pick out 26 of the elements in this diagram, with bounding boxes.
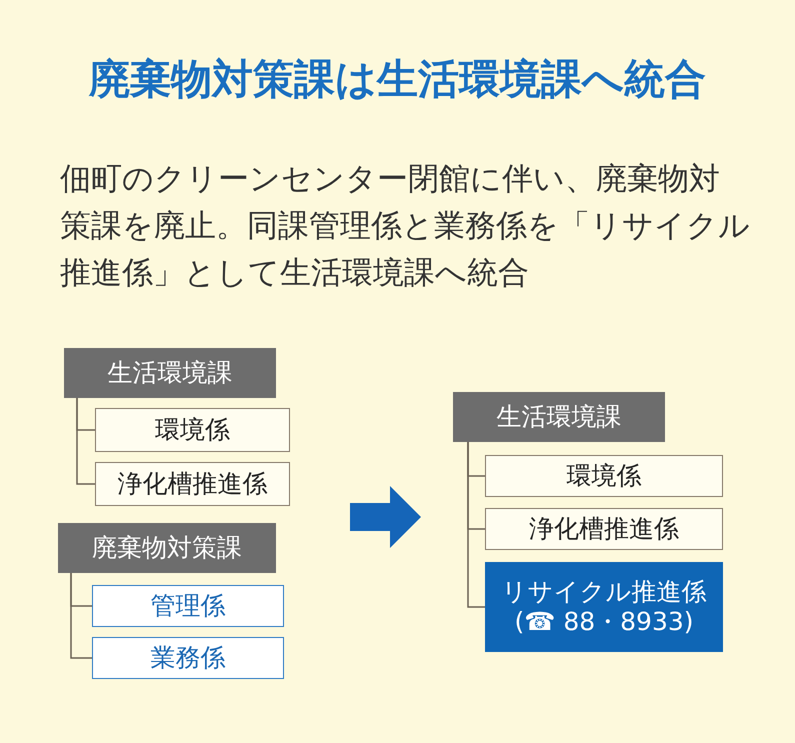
department-box (58, 523, 276, 573)
box-label: リサイクル推進係 (502, 577, 706, 607)
section-box (485, 562, 723, 652)
box-label: 管理係 (150, 591, 226, 621)
section-box (95, 408, 290, 452)
box-label: 環境係 (155, 415, 230, 445)
box-label: 生活環境課 (496, 402, 622, 432)
box-label: 生活環境課 (108, 358, 232, 388)
section-box (95, 462, 290, 506)
department-box (453, 392, 665, 442)
tree-connector (467, 442, 485, 608)
box-label: 廃棄物対策課 (92, 533, 242, 563)
section-box (485, 455, 723, 497)
tree-connector (76, 398, 95, 485)
section-box (92, 585, 284, 627)
tree-connector (70, 573, 92, 659)
box-label: 環境係 (566, 461, 642, 491)
box-label: 浄化槽推進係 (118, 469, 268, 499)
box-label: 浄化槽推進係 (529, 514, 679, 544)
box-label: (☎ 88・8933) (514, 607, 694, 637)
department-box (64, 348, 276, 398)
section-box (92, 637, 284, 679)
box-label: 業務係 (150, 643, 226, 673)
title: 廃棄物対策課は生活環境課へ統合 (88, 54, 707, 105)
description-text: 佃町のクリーンセンター閉館に伴い、廃棄物対策課を廃止。同課管理係と業務係を「リサイクル推進係」として生活環境課へ統合 (60, 160, 750, 293)
section-box (485, 508, 723, 550)
